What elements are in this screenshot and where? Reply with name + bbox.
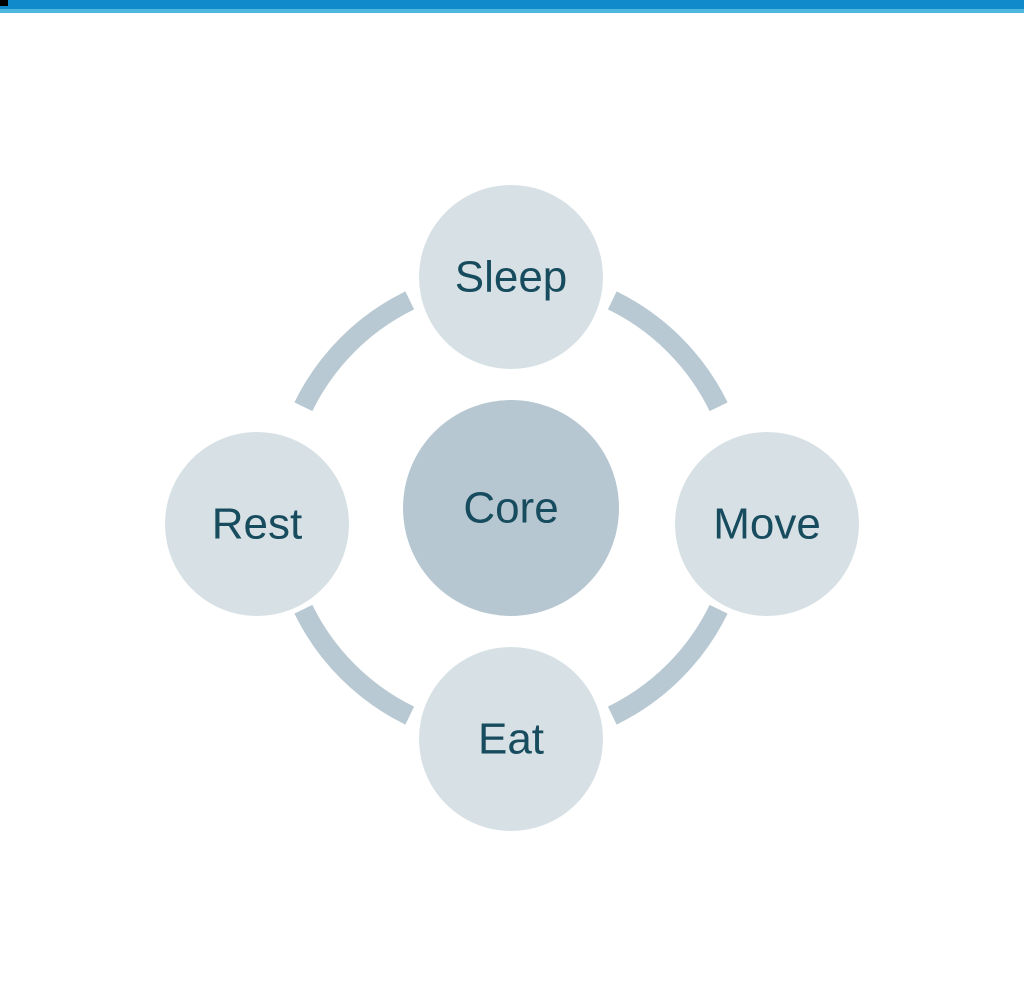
- arc-move-to-eat: [607, 604, 728, 725]
- diagram-canvas: Core Sleep Move Eat Rest: [0, 13, 1024, 989]
- node-rest[interactable]: Rest: [165, 432, 349, 616]
- top-accent-bar-highlight: [0, 9, 1024, 13]
- arc-sleep-to-move: [607, 291, 728, 412]
- node-eat-label: Eat: [478, 715, 544, 764]
- core-node-circle[interactable]: [403, 400, 619, 616]
- node-rest-circle[interactable]: [165, 432, 349, 616]
- node-sleep[interactable]: Sleep: [419, 185, 603, 369]
- core-node-label: Core: [463, 484, 558, 533]
- arc-eat-to-rest: [294, 604, 415, 725]
- node-eat-circle[interactable]: [419, 647, 603, 831]
- core-cycle-diagram: Core Sleep Move Eat Rest: [165, 185, 859, 831]
- node-move-label: Move: [713, 500, 821, 549]
- node-sleep-label: Sleep: [455, 253, 568, 302]
- core-node[interactable]: Core: [403, 400, 619, 616]
- top-accent-bar: [0, 0, 1024, 9]
- node-move[interactable]: Move: [675, 432, 859, 616]
- node-move-circle[interactable]: [675, 432, 859, 616]
- arc-layer: [294, 291, 728, 725]
- node-rest-label: Rest: [212, 500, 302, 549]
- node-sleep-circle[interactable]: [419, 185, 603, 369]
- node-eat[interactable]: Eat: [419, 647, 603, 831]
- corner-marker: [0, 0, 8, 6]
- arc-rest-to-sleep: [294, 291, 415, 412]
